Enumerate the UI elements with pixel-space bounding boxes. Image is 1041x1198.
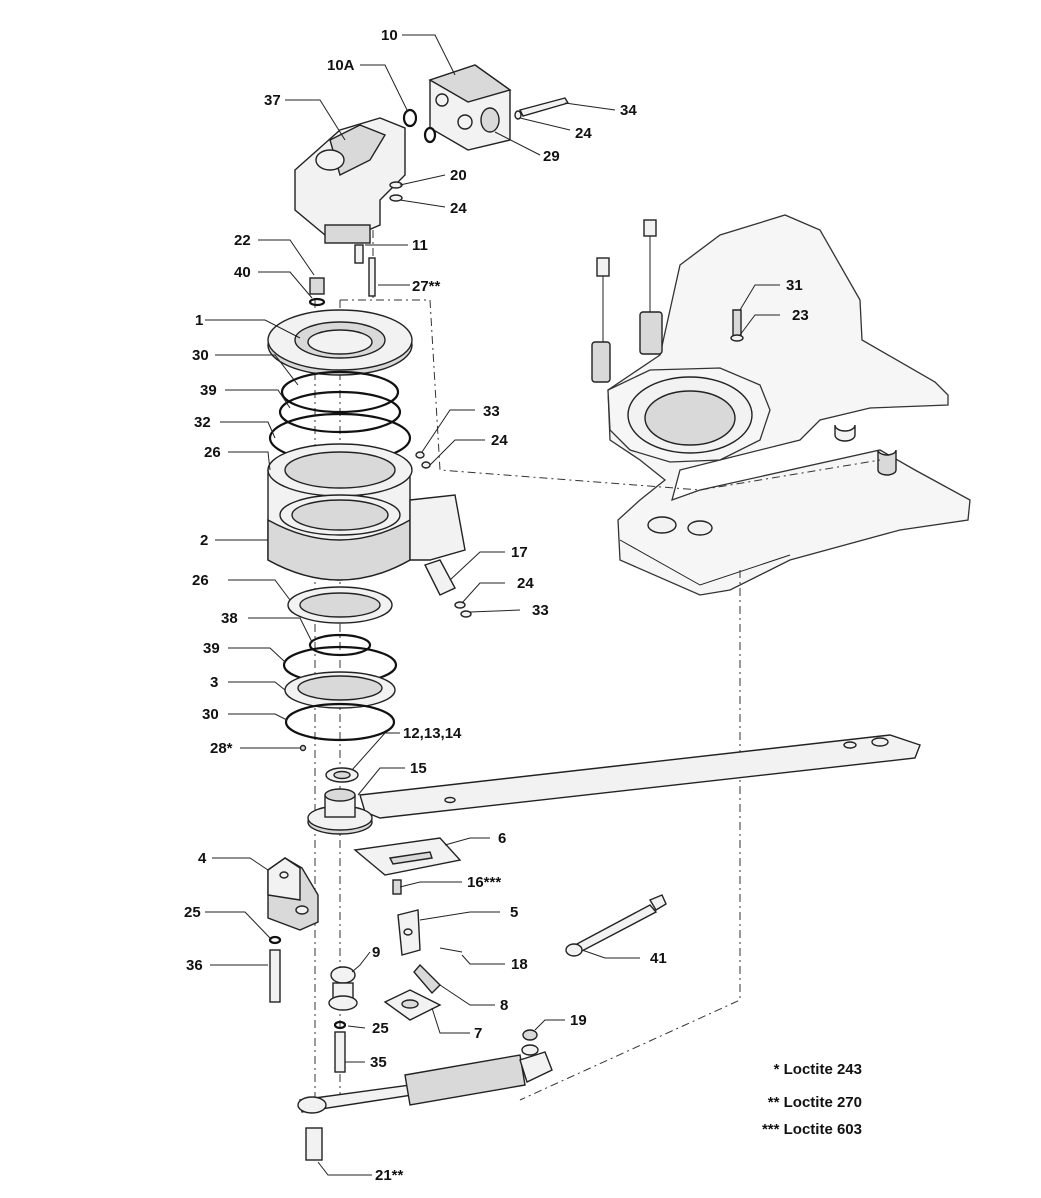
loctite-notes: * Loctite 243 ** Loctite 270 *** Loctite… xyxy=(762,1061,862,1138)
label-21: 21** xyxy=(375,1167,404,1184)
label-24-motor: 24 xyxy=(450,200,467,217)
label-37: 37 xyxy=(264,92,281,109)
bushing-9 xyxy=(328,966,358,1073)
label-18: 18 xyxy=(511,956,528,973)
label-32: 32 xyxy=(194,414,211,431)
machine-frame xyxy=(591,214,971,596)
bracket-5 xyxy=(383,909,463,1021)
label-9: 9 xyxy=(372,944,380,961)
label-27: 27** xyxy=(412,278,441,295)
label-6: 6 xyxy=(498,830,506,847)
label-26-top: 26 xyxy=(204,444,221,461)
label-29: 29 xyxy=(543,148,560,165)
ring-39-top xyxy=(278,390,402,434)
label-31: 31 xyxy=(786,277,803,294)
label-24-housing: 24 xyxy=(491,432,508,449)
label-2: 2 xyxy=(200,532,208,549)
callout-labels: 10 10A 37 34 24 29 20 24 22 11 40 27** 1… xyxy=(184,27,809,1184)
label-10a: 10A xyxy=(327,57,355,74)
label-7: 7 xyxy=(474,1025,482,1042)
label-30-top: 30 xyxy=(192,347,209,364)
label-24-side: 24 xyxy=(517,575,534,592)
label-28: 28* xyxy=(210,740,233,757)
label-34: 34 xyxy=(620,102,637,119)
lower-bearing-stack xyxy=(282,586,398,752)
label-20: 20 xyxy=(450,167,467,184)
label-10: 10 xyxy=(381,27,398,44)
gear-15 xyxy=(307,767,373,835)
label-30-bottom: 30 xyxy=(202,706,219,723)
label-26-bottom: 26 xyxy=(192,572,209,589)
label-22: 22 xyxy=(234,232,251,249)
label-23: 23 xyxy=(792,307,809,324)
main-housing-2 xyxy=(267,443,472,618)
bracket-4 xyxy=(267,857,319,1003)
label-12-13-14: 12,13,14 xyxy=(403,725,462,742)
label-40: 40 xyxy=(234,264,251,281)
label-35: 35 xyxy=(370,1054,387,1071)
linkage-bar xyxy=(359,734,921,819)
label-24-valve: 24 xyxy=(575,125,592,142)
ring-30-top xyxy=(280,370,400,414)
label-33-bottom: 33 xyxy=(532,602,549,619)
label-39-top: 39 xyxy=(200,382,217,399)
label-16: 16*** xyxy=(467,874,501,891)
hydraulic-cylinder xyxy=(297,1029,553,1161)
label-19: 19 xyxy=(570,1012,587,1029)
label-25-bracket: 25 xyxy=(184,904,201,921)
wrench-41 xyxy=(565,894,667,957)
label-15: 15 xyxy=(410,760,427,777)
label-33-top: 33 xyxy=(483,403,500,420)
callout-leaders xyxy=(205,34,780,1176)
label-4: 4 xyxy=(198,850,207,867)
hydraulic-motor xyxy=(294,117,406,264)
label-38: 38 xyxy=(221,610,238,627)
housing-top-1 xyxy=(267,309,413,376)
note-loctite-603: *** Loctite 603 xyxy=(762,1121,862,1138)
label-17: 17 xyxy=(511,544,528,561)
note-loctite-270: ** Loctite 270 xyxy=(768,1094,862,1111)
plate-6 xyxy=(353,837,462,895)
label-25-bushing: 25 xyxy=(372,1020,389,1037)
label-1: 1 xyxy=(195,312,203,329)
label-41: 41 xyxy=(650,950,667,967)
label-11: 11 xyxy=(412,237,428,254)
note-loctite-243: * Loctite 243 xyxy=(774,1061,862,1078)
label-39-bottom: 39 xyxy=(203,640,220,657)
fittings xyxy=(308,257,376,307)
valve-block xyxy=(402,64,570,151)
label-3: 3 xyxy=(210,674,218,691)
label-5: 5 xyxy=(510,904,518,921)
label-36: 36 xyxy=(186,957,203,974)
label-8: 8 xyxy=(500,997,508,1014)
